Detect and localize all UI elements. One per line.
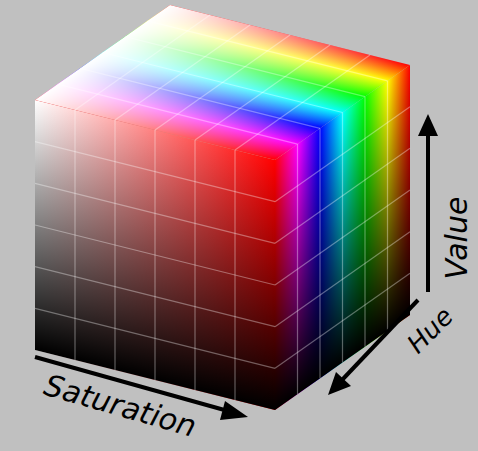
hue-arrow xyxy=(328,300,418,395)
grid-line xyxy=(234,150,235,400)
axis-label: Hue xyxy=(402,302,457,357)
grid-line xyxy=(387,81,388,331)
grid-line xyxy=(235,55,370,150)
top-face xyxy=(35,5,410,160)
cube-grid xyxy=(35,15,410,400)
value-arrow xyxy=(418,114,438,292)
grid-line xyxy=(194,140,195,390)
grid-line xyxy=(275,273,410,368)
grid-line xyxy=(275,190,410,285)
axis-label: Value xyxy=(442,197,472,280)
grid-line xyxy=(364,97,365,347)
grid-line xyxy=(148,21,388,81)
grid-line xyxy=(35,308,275,368)
grid-line xyxy=(275,232,410,327)
